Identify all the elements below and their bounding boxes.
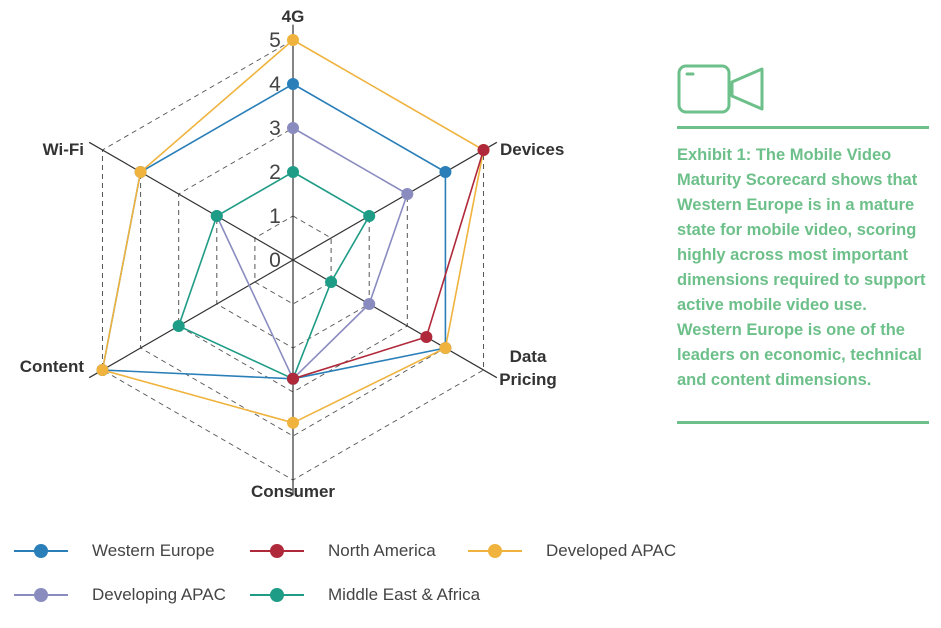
tick-label-1: 1 — [269, 205, 281, 228]
axis-label-line: Consumer — [251, 482, 335, 501]
data-point — [287, 34, 299, 46]
tick-label-4: 4 — [269, 73, 281, 96]
axis-label-content: Content — [20, 357, 85, 376]
data-point — [172, 320, 185, 332]
data-point — [287, 416, 299, 429]
series-line — [216, 127, 409, 381]
data-point — [420, 331, 433, 343]
data-point — [439, 166, 452, 178]
data-point — [287, 166, 299, 178]
tick-label-0: 0 — [269, 249, 281, 272]
axis-spoke — [88, 141, 294, 261]
axis-label-4g: 4G — [282, 7, 305, 26]
axis-label-line: Data — [510, 347, 547, 366]
tick-label-3: 3 — [269, 117, 281, 140]
data-point — [287, 122, 299, 134]
data-point — [325, 276, 338, 288]
data-point — [210, 210, 223, 222]
axis-label-consumer: Consumer — [251, 482, 335, 501]
data-point — [287, 78, 299, 90]
axis-label-line: Devices — [500, 140, 564, 159]
data-point — [477, 144, 490, 156]
data-point — [363, 210, 376, 222]
series-north-america — [287, 144, 490, 385]
tick-label-5: 5 — [269, 29, 281, 52]
data-point — [401, 188, 414, 200]
series-line — [292, 149, 485, 380]
video-camera-icon — [677, 64, 764, 114]
radar-tick-labels: 0 1 2 3 4 5 — [269, 29, 281, 272]
axis-label-line: Wi-Fi — [43, 140, 84, 159]
axis-spoke — [292, 141, 498, 261]
series-developing-apac — [210, 122, 414, 385]
axis-label-line: Pricing — [499, 370, 557, 389]
series-line — [177, 171, 371, 380]
radar-series — [96, 34, 490, 429]
axis-label-wi-fi: Wi-Fi — [43, 140, 84, 159]
radar-grid — [88, 24, 498, 496]
caption-bottom-rule — [677, 421, 929, 424]
series-middle-east-africa — [172, 166, 376, 385]
data-point — [96, 364, 109, 376]
axis-spoke — [88, 259, 294, 379]
axis-spoke — [292, 259, 498, 379]
caption-top-rule — [677, 126, 929, 129]
data-point — [134, 166, 147, 178]
axis-label-line: Content — [20, 357, 85, 376]
axis-label-line: 4G — [282, 7, 305, 26]
data-point — [439, 342, 452, 354]
data-point — [363, 298, 376, 310]
data-point — [287, 372, 299, 385]
axis-label-devices: Devices — [500, 140, 564, 159]
tick-label-2: 2 — [269, 161, 281, 184]
exhibit-caption: Exhibit 1: The Mobile Video Maturity Sco… — [677, 146, 926, 389]
